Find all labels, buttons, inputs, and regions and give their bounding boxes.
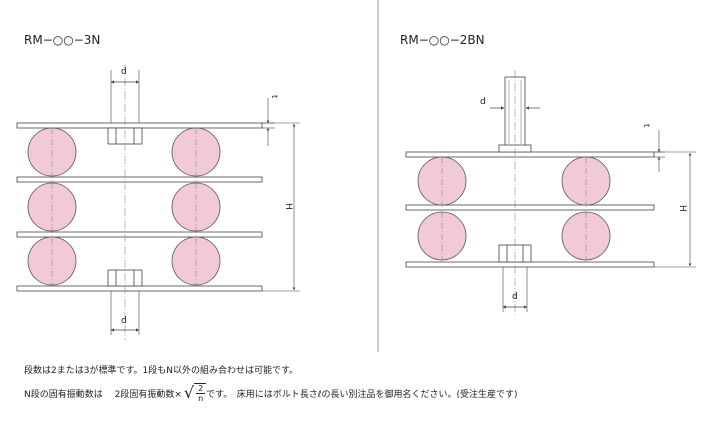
left-dim-h — [262, 122, 300, 292]
left-dim-d-bottom-label: d — [121, 316, 127, 326]
left-plates — [16, 122, 263, 292]
right-plate-2 — [405, 204, 655, 211]
left-dim-h-label: H — [283, 203, 293, 210]
fraction-numerator: 2 — [196, 384, 206, 394]
note-line-2: N段の固有振動数は 2段固有振動数× √ 2 n です。 床用にはボルト長さℓの… — [24, 383, 518, 403]
left-plate-3 — [16, 231, 263, 238]
left-plate-4 — [16, 285, 263, 292]
left-title: RM−○○−3N — [24, 33, 100, 47]
right-plate-1 — [405, 151, 655, 158]
left-rollers — [27, 127, 221, 286]
right-title: RM−○○−2BN — [400, 33, 485, 47]
note-line-2-suffix: です。 床用にはボルト長さℓの長い別注品を御用名ください。(受注生産です) — [206, 389, 518, 400]
right-dim-t-label: t — [642, 124, 651, 127]
right-dim-h — [654, 151, 696, 268]
right-dim-h-label: H — [677, 205, 687, 212]
right-plate-3 — [405, 261, 655, 268]
left-plate-1 — [16, 122, 263, 129]
right-figure: RM−○○−2BN — [400, 33, 696, 316]
fraction: 2 n — [196, 384, 206, 403]
right-dim-d-bottom-label: d — [512, 292, 518, 302]
left-dim-d-top-label: d — [121, 67, 127, 77]
note-line-1: 段数は2または3が標準です。1段もN以外の組み合わせは可能です。 — [24, 366, 299, 376]
right-dim-t — [654, 130, 665, 172]
sqrt-symbol: √ — [183, 383, 195, 402]
left-dim-t-label: t — [270, 95, 279, 98]
fraction-denominator: n — [198, 394, 204, 403]
left-plate-2 — [16, 176, 263, 183]
right-dim-d-top-label: d — [480, 97, 486, 107]
left-dim-t — [262, 98, 275, 146]
left-figure: RM−○○−3N — [16, 33, 300, 340]
sqrt-expression: √ 2 n — [183, 383, 207, 403]
note-line-2-prefix: N段の固有振動数は 2段固有振動数× — [24, 389, 182, 400]
